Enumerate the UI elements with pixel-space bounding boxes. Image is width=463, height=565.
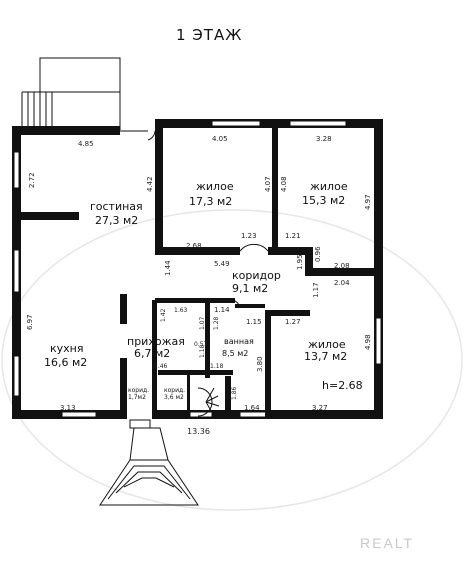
windows [13, 120, 382, 418]
dim-label-total-width: 13.36 [187, 427, 210, 436]
dim-label: 1.18 [199, 344, 206, 358]
dim-label: 2.04 [334, 279, 350, 287]
room-area-small-corridor-2: 3,6 м2 [164, 394, 184, 401]
entrance-porch [99, 427, 199, 506]
dim-label: 4.08 [280, 176, 288, 192]
dim-label: 1.42 [160, 308, 167, 322]
dim-label: 1.44 [164, 260, 172, 276]
dim-label: 4.42 [146, 176, 154, 192]
room-area-living: 27,3 м2 [95, 214, 138, 227]
room-name-bedroom-1: жилое [196, 180, 234, 193]
dimension-labels: 4.85 4.05 3.28 2.72 4.42 4.07 4.08 4.97 … [26, 135, 372, 436]
dim-label: 1.15 [246, 318, 262, 326]
dim-label: 3.13 [60, 404, 76, 412]
dim-label: 5.49 [214, 260, 230, 268]
dim-label: 1.17 [312, 282, 320, 298]
watermark-ellipse [1, 209, 463, 511]
dim-label: 2.68 [186, 242, 202, 250]
room-labels: гостиная 27,3 м2 жилое 17,3 м2 жилое 15,… [44, 180, 363, 401]
dim-label: 1.18 [210, 363, 224, 370]
room-area-small-corridor-1: 1,7м2 [128, 394, 146, 401]
dim-label: 6.97 [26, 314, 34, 330]
dim-label: 4.07 [264, 176, 272, 192]
room-name-hall: прихожая [127, 335, 185, 348]
dim-label: 1.28 [213, 316, 220, 330]
dim-label: 4.85 [78, 140, 94, 148]
interior-walls [21, 119, 383, 418]
dim-label: 1.63 [174, 307, 188, 314]
stair-spiral [197, 387, 220, 417]
room-area-hall: 6,7 м2 [134, 347, 170, 360]
room-name-bedroom-2: жилое [310, 180, 348, 193]
dim-label: 1.64 [244, 404, 260, 412]
dim-label: 1.27 [285, 318, 301, 326]
dim-label: 4.97 [364, 194, 372, 210]
dim-label: 1.14 [214, 306, 230, 314]
room-name-small-corridor-1: корид. [128, 387, 149, 394]
page-title: 1 ЭТАЖ [176, 26, 242, 44]
room-name-bathroom: ванная [224, 337, 254, 346]
dim-label: 4.05 [212, 135, 228, 143]
veranda-stairs [21, 91, 80, 128]
dim-label: 1.21 [285, 232, 301, 240]
room-name-small-corridor-2: корид. [164, 387, 185, 394]
dim-label: 1.95 [296, 254, 304, 270]
room-name-kitchen: кухня [50, 342, 83, 355]
room-area-corridor: 9,1 м2 [232, 282, 268, 295]
dim-label: 3.28 [316, 135, 332, 143]
room-area-bathroom: 8,5 м2 [222, 349, 248, 358]
dim-label: 2.46 [154, 363, 168, 370]
watermark-text: REALT [360, 535, 414, 551]
dim-label: 0.57 [194, 341, 208, 348]
dim-label: 3.80 [256, 356, 264, 372]
dim-label: 1.07 [199, 316, 206, 330]
room-name-bedroom-3: жилое [308, 338, 346, 351]
room-name-corridor: коридор [232, 269, 281, 282]
dim-label: 4.98 [364, 334, 372, 350]
ceiling-height-note: h=2.68 [322, 379, 363, 392]
dim-label: 1.86 [231, 386, 238, 400]
room-name-living: гостиная [90, 200, 143, 213]
room-area-bedroom-3: 13,7 м2 [304, 350, 347, 363]
room-area-bedroom-1: 17,3 м2 [189, 195, 232, 208]
dim-label: 0.96 [314, 246, 322, 262]
room-area-bedroom-2: 15,3 м2 [302, 194, 345, 207]
room-area-kitchen: 16,6 м2 [44, 356, 87, 369]
dim-label: 1.23 [241, 232, 257, 240]
dim-label: 3.27 [312, 404, 328, 412]
dim-label: 2.08 [334, 262, 350, 270]
dim-label: 2.72 [28, 172, 36, 188]
